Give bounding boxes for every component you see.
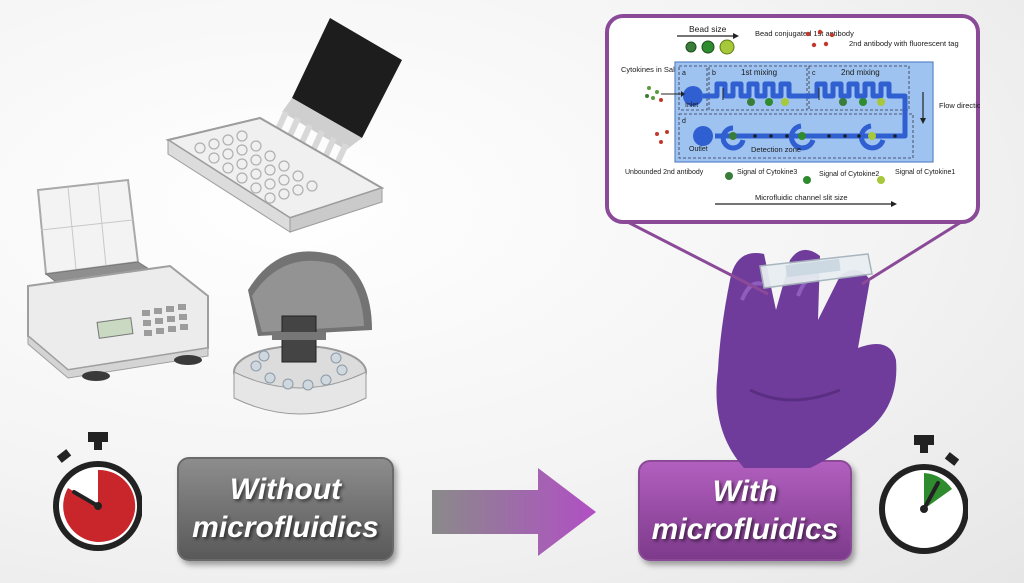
detection-zone-label: Detection zone [751, 145, 801, 154]
with-microfluidics-label: With microfluidics [638, 460, 852, 561]
bead-conjugated-label: Bead conjugated 1st antibody [755, 29, 854, 38]
without-microfluidics-text: Without microfluidics [192, 473, 379, 544]
panel-b-frame [708, 65, 808, 111]
unbounded-antibody-label: Unbounded 2nd antibody [625, 169, 704, 176]
outlet-chamber [693, 126, 713, 146]
channel-beads [747, 98, 885, 106]
panel-c-label: c [812, 70, 816, 77]
panel-d-label: d [682, 118, 686, 125]
fast-stopwatch-icon [879, 435, 968, 554]
incubator-icon [27, 178, 209, 381]
outlet-label: Outlet [689, 146, 708, 153]
panel-d-frame [678, 113, 914, 159]
arrow-right-icon [432, 468, 596, 556]
trapped-beads [729, 132, 876, 140]
inlet-chamber [683, 86, 703, 106]
cytokines-in-saliva-label: Cytokines in Saliva [621, 65, 685, 74]
serpentine-channel [703, 81, 908, 139]
detection-traps [720, 123, 886, 151]
microfluidic-chip-diagram: Bead size Bead conjugated 1st antibody 2… [605, 14, 980, 224]
bead-size-label: Bead size [689, 24, 727, 34]
gloved-hand-icon [716, 249, 897, 468]
second-mixing-label: 2nd mixing [841, 68, 880, 77]
slow-stopwatch-icon [53, 432, 142, 551]
without-microfluidics-label: Without microfluidics [177, 457, 394, 561]
zoom-callout-lines [611, 212, 975, 296]
panel-a-frame [678, 65, 708, 111]
signal-cytokine1-label: Signal of Cytokine1 [895, 169, 955, 176]
channel-dots [753, 134, 897, 138]
cytokine3-signal-icon [725, 172, 733, 180]
unbounded-antibody-icons [655, 130, 669, 144]
cytokine2-signal-icon [803, 176, 811, 184]
inlet-label: Inlet [685, 102, 698, 109]
panel-b-label: b [712, 70, 716, 77]
panel-a-label: a [682, 70, 686, 77]
flow-direction-label: Flow direction [939, 101, 980, 110]
panel-c-frame [808, 65, 910, 111]
channel-slit-size-label: Microfluidic channel slit size [755, 193, 848, 202]
cytokine1-signal-icon [877, 176, 885, 184]
first-mixing-label: 1st mixing [741, 68, 777, 77]
second-antibody-icons [805, 29, 835, 48]
well-plate-icon [165, 116, 385, 233]
lab-equipment-illustration [27, 18, 402, 415]
cytokine-dots [645, 86, 663, 102]
signal-cytokine3-label: Signal of Cytokine3 [737, 169, 797, 176]
signal-cytokine2-label: Signal of Cytokine2 [819, 171, 879, 178]
with-microfluidics-text: With microfluidics [651, 474, 839, 546]
bead-icons [685, 39, 735, 55]
second-antibody-label: 2nd antibody with fluorescent tag [849, 39, 959, 48]
centrifuge-icon [233, 251, 372, 415]
